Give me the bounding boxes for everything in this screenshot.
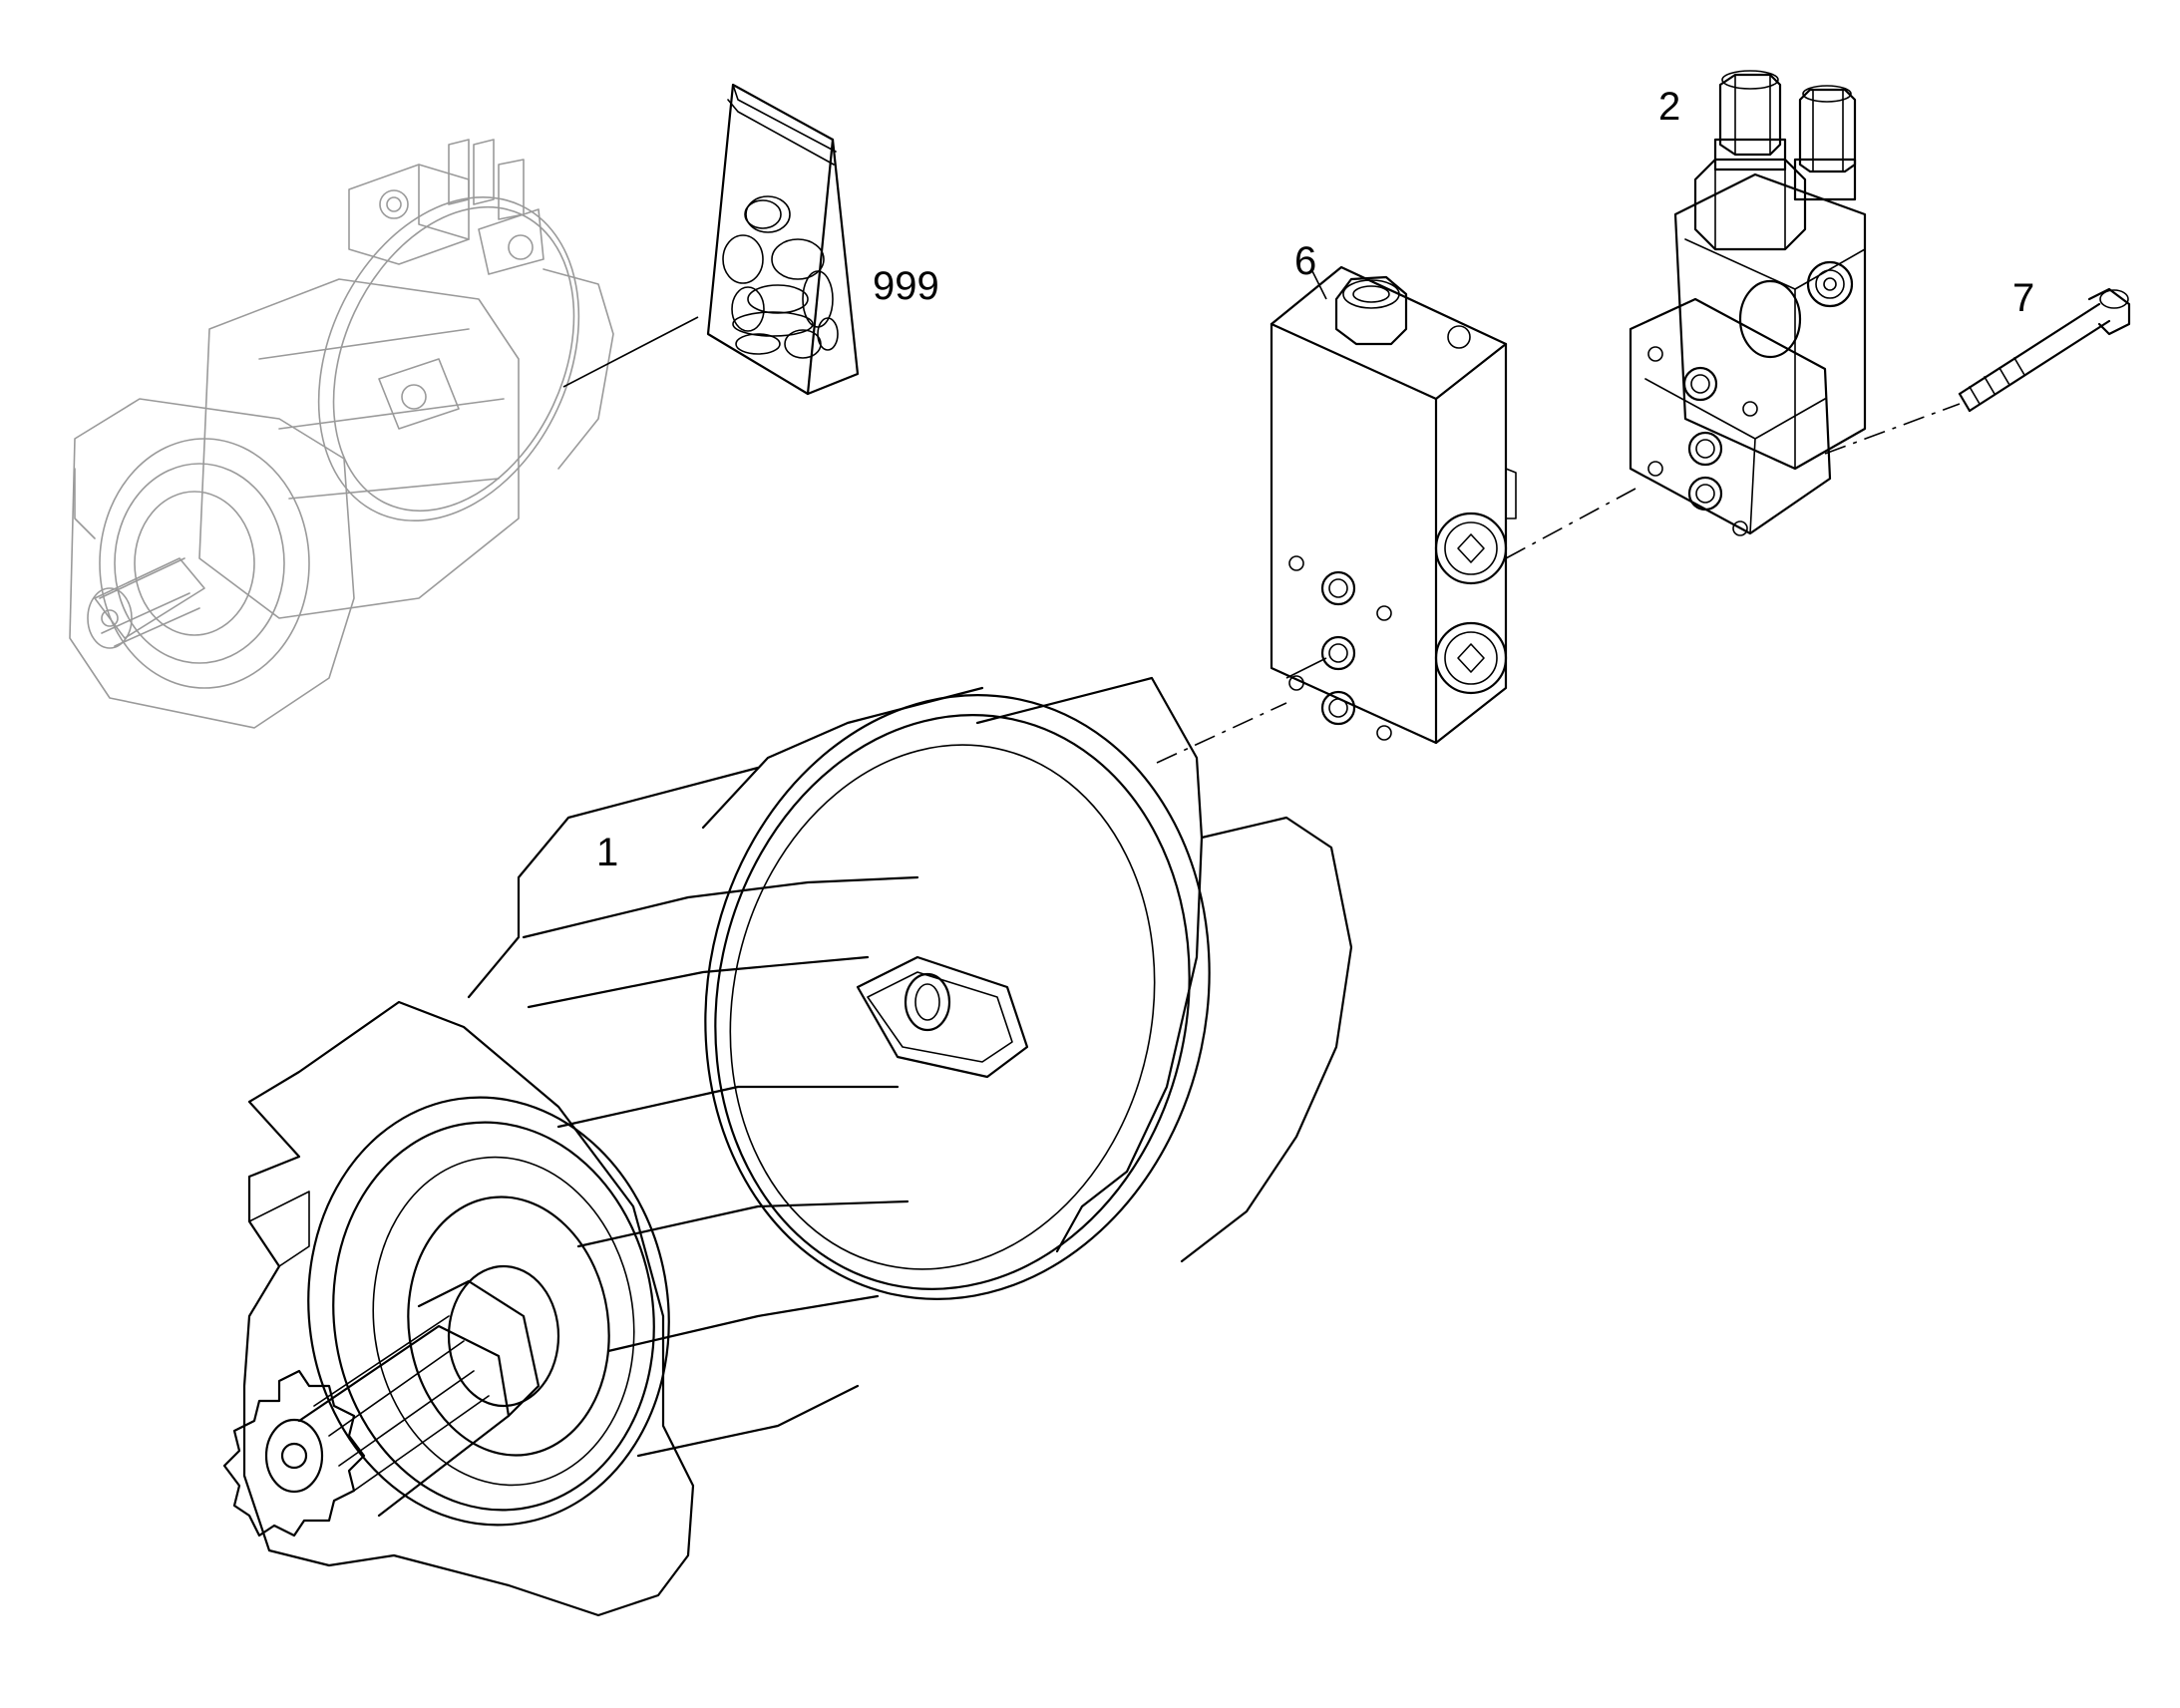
hydraulic-motor: [222, 676, 1353, 1617]
callout-1: 1: [596, 831, 618, 874]
reference-motor-assembly: [69, 139, 614, 729]
assembly-axis-line: [1156, 403, 1961, 764]
leader-line-999: [562, 316, 699, 388]
leader-line-6b: [1285, 657, 1327, 679]
callout-6: 6: [1294, 239, 1316, 283]
callout-2: 2: [1658, 85, 1680, 129]
valve-block: [1270, 265, 1517, 745]
cap-screw: [1958, 287, 2131, 413]
callout-999: 999: [873, 264, 939, 308]
pressure-valve-assembly: [1629, 70, 1867, 536]
seal-kit-bag: [706, 83, 860, 396]
leader-line-6: [1310, 268, 1327, 300]
callout-7: 7: [2012, 276, 2034, 320]
